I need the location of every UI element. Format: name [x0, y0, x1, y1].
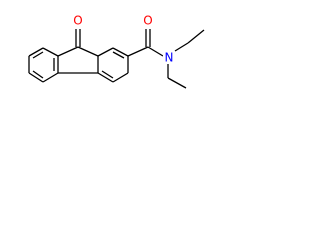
bond [32, 51, 44, 59]
bond [147, 46, 164, 57]
bond [112, 47, 129, 57]
atom-o-background [72, 14, 84, 27]
bond [57, 46, 79, 57]
bond [127, 46, 149, 57]
bonds [28, 29, 205, 89]
amide-oxygen-label: O [143, 14, 152, 28]
bond [101, 70, 114, 79]
bond [174, 42, 189, 52]
bond [167, 77, 187, 89]
bond [112, 72, 129, 83]
structure-diagram: O N O [0, 0, 237, 117]
bond [28, 72, 44, 83]
bond [112, 51, 125, 59]
carbonyl-oxygen-label: O [73, 14, 82, 28]
bond [32, 70, 44, 79]
atom-n-background [163, 51, 175, 64]
bond [42, 47, 59, 57]
bond [97, 72, 114, 83]
molecule-drawing: O N O [28, 14, 205, 89]
bond [77, 46, 99, 57]
bond [28, 47, 44, 57]
bond [97, 47, 114, 57]
atom-labels: O N O [72, 14, 175, 65]
atom-o-background [142, 14, 154, 27]
bond [42, 72, 59, 83]
bond [187, 29, 205, 44]
amide-nitrogen-label: N [165, 51, 174, 65]
